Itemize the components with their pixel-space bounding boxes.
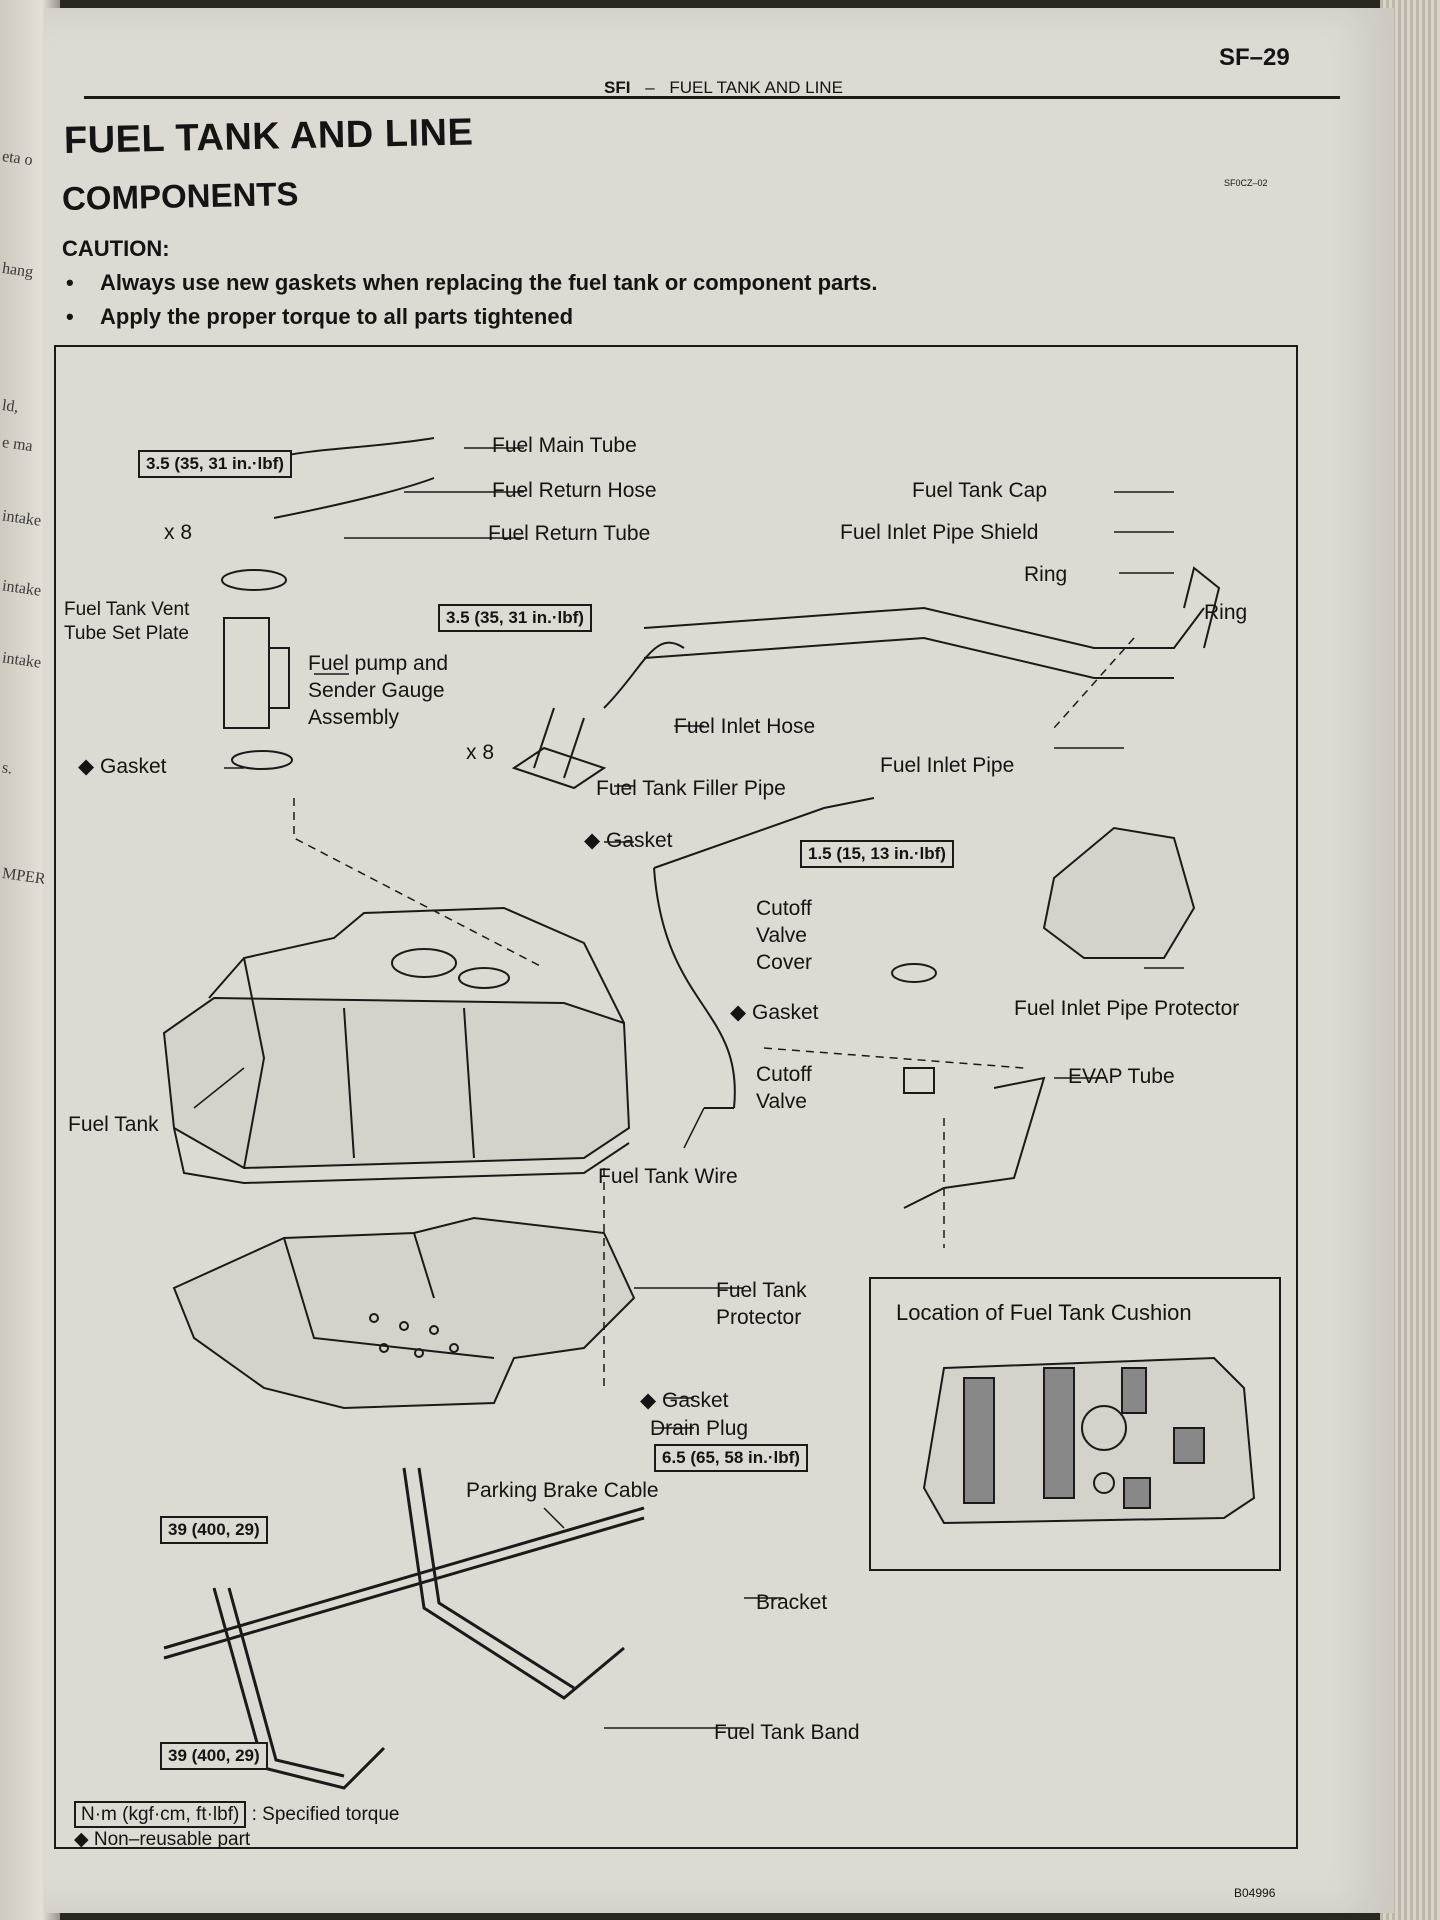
running-title: FUEL TANK AND LINE: [669, 78, 843, 97]
left-page-fragment: intake: [1, 577, 43, 600]
torque-spec-6: 39 (400, 29): [160, 1742, 268, 1770]
figure-code: SF0CZ–02: [1224, 178, 1268, 188]
label-fuel-tank: Fuel Tank: [68, 1113, 159, 1136]
label-cutoff-valve-cover: Cutoff Valve Cover: [756, 897, 813, 974]
label-bracket: Bracket: [756, 1591, 828, 1614]
label-fuel-return-hose: Fuel Return Hose: [492, 479, 657, 502]
label-fuel-tank-cap: Fuel Tank Cap: [912, 479, 1048, 502]
left-page-fragment: intake: [1, 649, 43, 672]
label-fuel-tank-wire: Fuel Tank Wire: [598, 1165, 738, 1188]
left-page-fragment: eta o: [1, 147, 34, 170]
legend-torque-text: : Specified torque: [251, 1804, 400, 1825]
inlet-protector-drawing: [1042, 826, 1196, 959]
label-evap-tube: EVAP Tube: [1068, 1065, 1175, 1088]
label-gasket-4: ◆ Gasket: [640, 1389, 729, 1412]
label-gasket-2: ◆ Gasket: [584, 829, 673, 852]
legend: N·m (kgf·cm, ft·lbf) : Specified torque …: [74, 1801, 400, 1851]
torque-spec-3: 1.5 (15, 13 in.·lbf): [800, 840, 954, 868]
legend-torque-symbol: N·m (kgf·cm, ft·lbf): [74, 1801, 247, 1828]
cushion-location-title: Location of Fuel Tank Cushion: [896, 1300, 1192, 1325]
torque-spec-5: 39 (400, 29): [160, 1516, 268, 1544]
left-page-fragment: e ma: [1, 433, 34, 456]
left-page-fragment: ld,: [0, 396, 20, 417]
label-filler-pipe: Fuel Tank Filler Pipe: [596, 777, 786, 800]
evap-tube-drawing: [903, 1076, 1046, 1209]
left-page-fragment: intake: [1, 507, 43, 530]
label-ring-2: Ring: [1204, 601, 1248, 624]
caution-bullet: •Always use new gaskets when replacing t…: [66, 270, 878, 295]
label-x8-a: x 8: [164, 521, 193, 544]
label-inlet-pipe-protector: Fuel Inlet Pipe Protector: [1014, 997, 1240, 1020]
label-fuel-inlet-pipe: Fuel Inlet Pipe: [880, 754, 1015, 777]
label-gasket-1: ◆ Gasket: [78, 755, 167, 778]
label-x8-b: x 8: [466, 741, 495, 764]
torque-spec-4: 6.5 (65, 58 in.·lbf): [654, 1444, 808, 1472]
label-drain-plug: Drain Plug: [650, 1417, 749, 1440]
label-fuel-main-tube: Fuel Main Tube: [492, 434, 637, 457]
filler-pipe-drawing: [511, 566, 1221, 790]
page-number: SF–29: [1219, 44, 1290, 71]
label-fuel-tank-band: Fuel Tank Band: [714, 1721, 860, 1744]
label-vent-plate: Fuel Tank Vent Tube Set Plate: [64, 599, 190, 645]
figure-id: B04996: [1234, 1886, 1276, 1900]
fuel-tank-drawing: [162, 906, 631, 1185]
legend-nonreusable: ◆ Non–reusable part: [74, 1829, 251, 1850]
leader-lines: [193, 447, 1184, 1729]
label-tank-protector: Fuel Tank Protector: [716, 1279, 807, 1329]
label-fuel-return-tube: Fuel Return Tube: [488, 522, 651, 545]
left-page-fragment: s.: [0, 759, 14, 778]
exploded-diagram: [162, 437, 1281, 1790]
left-page-fragment: hang: [1, 259, 35, 282]
label-inlet-pipe-shield: Fuel Inlet Pipe Shield: [840, 521, 1039, 544]
tank-band-drawing: [163, 1467, 645, 1790]
cushion-inset: [869, 1277, 1281, 1571]
fuel-wire-drawing: [653, 867, 736, 1109]
label-ring-1: Ring: [1024, 563, 1068, 586]
manual-page: SF–29 SFI – FUEL TANK AND LINE FUEL TANK…: [44, 8, 1394, 1913]
label-cutoff-valve: Cutoff Valve: [756, 1063, 812, 1113]
caution-bullet: •Apply the proper torque to all parts ti…: [66, 304, 574, 329]
guide-lines: [293, 637, 1135, 1388]
cutoff-valve-drawing: [903, 1067, 935, 1094]
section-code: SFI: [604, 78, 631, 97]
label-gasket-3: ◆ Gasket: [730, 1001, 819, 1024]
cutoff-cover-drawing: [891, 963, 937, 983]
diagram-frame: [54, 345, 1298, 1849]
label-parking-brake-cable: Parking Brake Cable: [466, 1479, 659, 1502]
fuel-wire-drawing: [653, 797, 875, 869]
label-fuel-inlet-hose: Fuel Inlet Hose: [674, 715, 816, 738]
left-page-fragment: MPER: [1, 865, 47, 888]
label-pump-assembly: Fuel pump and Sender Gauge Assembly: [308, 652, 449, 729]
running-header: SFI – FUEL TANK AND LINE: [604, 78, 843, 98]
header-separator: –: [645, 78, 655, 97]
torque-spec-1: 3.5 (35, 31 in.·lbf): [138, 450, 292, 478]
tank-protector-drawing: [172, 1216, 636, 1410]
torque-spec-2: 3.5 (35, 31 in.·lbf): [438, 604, 592, 632]
caution-label: CAUTION:: [62, 236, 170, 261]
header-rule: [84, 96, 1340, 99]
